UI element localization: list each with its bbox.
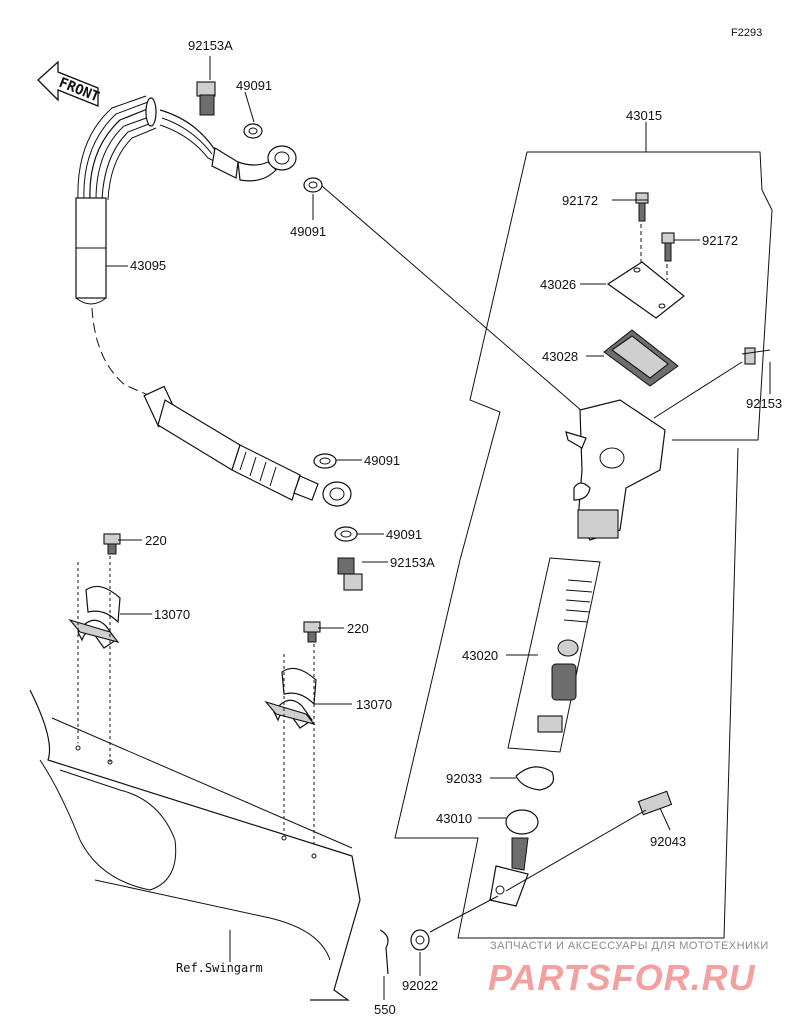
callout-43020: 43020 — [462, 648, 498, 663]
callout-43010: 43010 — [436, 811, 472, 826]
washer-mid-b — [334, 526, 358, 542]
callout-92172-a: 92172 — [562, 193, 598, 208]
callout-92033: 92033 — [446, 771, 482, 786]
push-rod — [489, 809, 539, 907]
swingarm — [29, 689, 361, 1001]
hose-clamp-a — [68, 585, 121, 649]
reservoir-diaphragm — [603, 329, 679, 387]
reservoir-cap-screw-b — [661, 232, 675, 262]
callout-49091-c: 49091 — [364, 453, 400, 468]
piston-seal — [537, 715, 563, 733]
callout-leaders — [106, 56, 771, 1000]
callout-92172-b: 92172 — [702, 233, 738, 248]
ref-swingarm-label: Ref.Swingarm — [176, 961, 263, 975]
callout-92153A-top: 92153A — [188, 38, 233, 53]
callout-92153: 92153 — [746, 396, 782, 411]
callout-43028: 43028 — [542, 349, 578, 364]
washer-mid-a — [313, 453, 337, 469]
hose-clamp-b — [264, 667, 317, 729]
clamp-screw-a — [103, 533, 121, 555]
callout-49091-a: 49091 — [236, 78, 272, 93]
clamp-screw-b — [303, 621, 321, 643]
watermark-brand: PARTSFOR.RU — [488, 957, 756, 998]
clevis-pin — [637, 790, 673, 816]
watermark-tagline: ЗАПЧАСТИ И АКСЕССУАРЫ ДЛЯ МОТОТЕХНИКИ — [490, 940, 769, 952]
front-arrow-icon: FRONT — [37, 60, 102, 107]
master-cylinder-group-frame — [527, 151, 773, 441]
leader-line-bolt — [653, 361, 743, 419]
cotter-pin — [379, 929, 389, 975]
brake-hose — [75, 95, 352, 507]
master-cylinder-outline — [394, 151, 739, 939]
plain-washer — [410, 929, 430, 951]
callout-43095: 43095 — [130, 258, 166, 273]
master-cylinder-body — [565, 399, 666, 541]
mounting-bolt-92153 — [741, 347, 771, 365]
diagram-code: F2293 — [731, 27, 762, 39]
callout-92043: 92043 — [650, 834, 686, 849]
callout-220-a: 220 — [145, 533, 167, 548]
banjo-bolt-top — [196, 81, 216, 116]
front-label: FRONT — [57, 75, 102, 106]
callout-550: 550 — [374, 1002, 396, 1017]
callout-49091-b: 49091 — [290, 224, 326, 239]
callout-13070-b: 13070 — [356, 697, 392, 712]
callout-92022: 92022 — [402, 978, 438, 993]
callout-49091-d: 49091 — [386, 527, 422, 542]
leader-line-hose — [321, 185, 591, 419]
callout-220-b: 220 — [347, 621, 369, 636]
callout-13070-a: 13070 — [154, 607, 190, 622]
reservoir-cap-screw-a — [635, 192, 649, 222]
callout-92153A-bottom: 92153A — [390, 555, 435, 570]
piston-kit-frame — [507, 557, 601, 753]
callout-43015: 43015 — [626, 108, 662, 123]
callout-43026: 43026 — [540, 277, 576, 292]
piston-cup — [551, 639, 579, 701]
leader-line-pin — [505, 809, 647, 892]
washer-top-a — [243, 123, 263, 139]
piston-spring — [563, 579, 593, 623]
washer-top-b — [303, 177, 323, 193]
snap-ring — [515, 766, 555, 791]
banjo-bolt-bottom — [337, 557, 363, 591]
reservoir-cap — [606, 261, 685, 319]
